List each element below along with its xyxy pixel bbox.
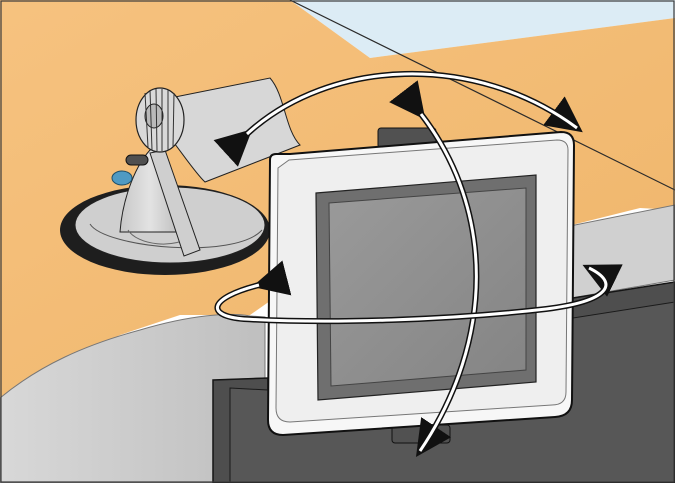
knob-center — [145, 104, 163, 128]
release-lever — [112, 171, 132, 185]
device-screen — [329, 188, 526, 386]
release-pin — [126, 155, 148, 165]
